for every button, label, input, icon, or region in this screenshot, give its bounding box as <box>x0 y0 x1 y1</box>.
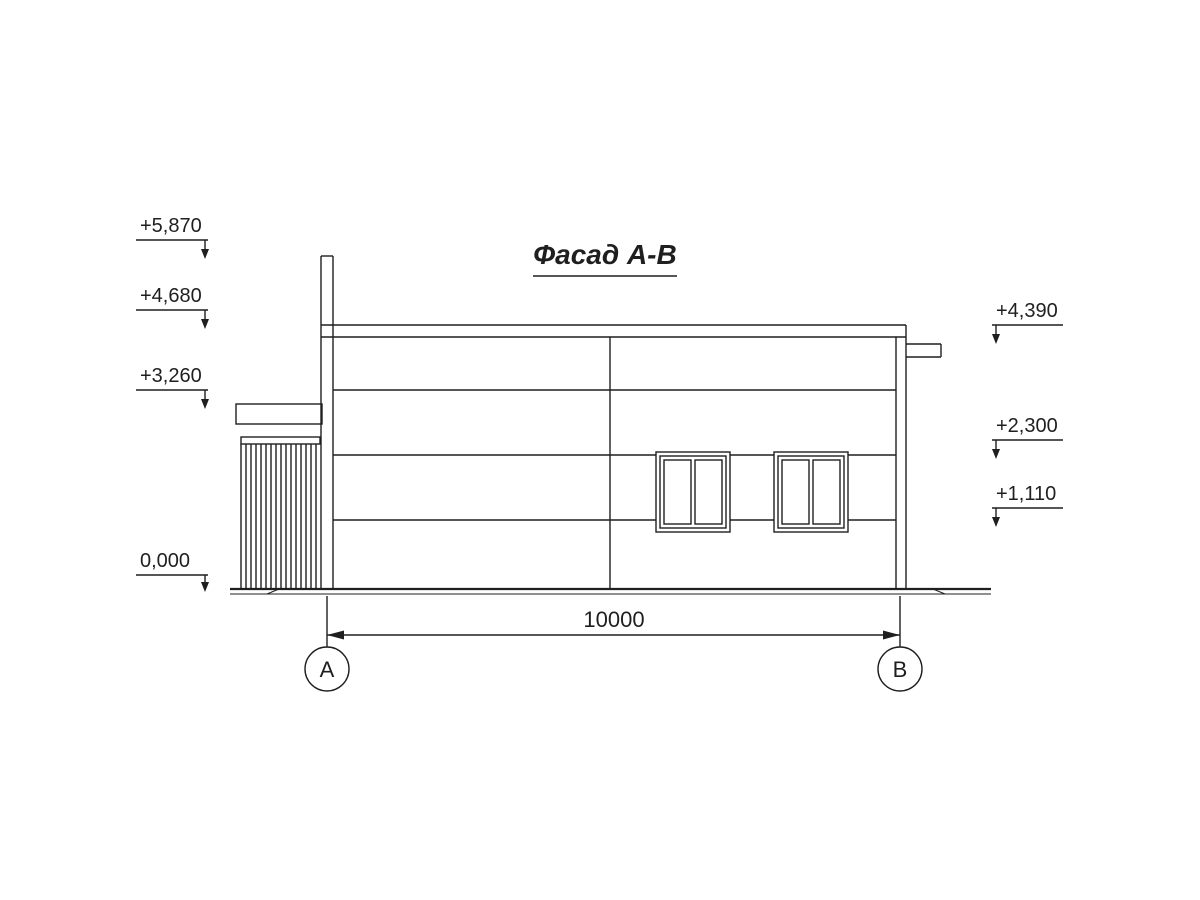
window-outer-frame <box>773 451 849 533</box>
elevation-mark: +4,390 <box>992 300 1063 344</box>
dimension-arrow-icon <box>327 630 344 640</box>
elevation-mark: +5,870 <box>136 215 209 259</box>
elevation-arrow-icon <box>992 449 1000 459</box>
elevation-mark-label: +2,300 <box>996 415 1058 437</box>
window <box>773 451 849 533</box>
axis-circle-b <box>877 646 923 692</box>
elevation-mark: 0,000 <box>136 550 209 592</box>
window-inner-frame <box>777 455 845 529</box>
elevation-arrow-icon <box>992 334 1000 344</box>
window <box>655 451 731 533</box>
axis-label-a: А <box>320 657 335 682</box>
window-inner-frame <box>659 455 727 529</box>
elevation-arrow-icon <box>201 399 209 409</box>
windows <box>655 451 849 533</box>
window-sash <box>812 459 841 525</box>
window-sash <box>663 459 692 525</box>
canopy <box>235 403 323 589</box>
elevation-mark-label: +5,870 <box>140 215 202 237</box>
window-sash <box>694 459 723 525</box>
drawing-title: Фасад А-В <box>533 239 677 277</box>
elevation-mark-label: +1,110 <box>996 483 1056 505</box>
elevation-arrow-icon <box>992 517 1000 527</box>
elevation-mark: +3,260 <box>136 365 209 409</box>
elevation-mark-label: +4,680 <box>140 285 202 307</box>
elevation-mark-label: +3,260 <box>140 365 202 387</box>
canopy-slab <box>235 403 323 425</box>
window-outer-frame <box>655 451 731 533</box>
elevation-mark: +1,110 <box>992 483 1063 527</box>
axis-label-b: В <box>893 657 908 682</box>
axis-circle-a <box>304 646 350 692</box>
dimension-line: 10000 <box>326 596 901 647</box>
building-outline <box>320 255 942 589</box>
elevation-arrow-icon <box>201 319 209 329</box>
elevation-arrow-icon <box>201 582 209 592</box>
window-sash <box>781 459 810 525</box>
ground-line <box>230 587 991 595</box>
elevation-mark-label: 0,000 <box>140 550 190 572</box>
elevation-arrow-icon <box>201 249 209 259</box>
axis-markers: А В <box>304 646 923 692</box>
elevation-marks-left: +5,870 +4,680 +3,260 0,000 <box>136 215 209 592</box>
elevation-mark: +2,300 <box>992 415 1063 459</box>
dimension-arrow-icon <box>883 630 900 640</box>
elevation-mark: +4,680 <box>136 285 209 329</box>
canopy-fascia <box>240 436 321 445</box>
dimension-value: 10000 <box>583 607 644 632</box>
elevation-mark-label: +4,390 <box>996 300 1058 322</box>
elevation-marks-right: +4,390 +2,300 +1,110 <box>992 300 1063 527</box>
drawing-title-text: Фасад А-В <box>533 239 676 270</box>
